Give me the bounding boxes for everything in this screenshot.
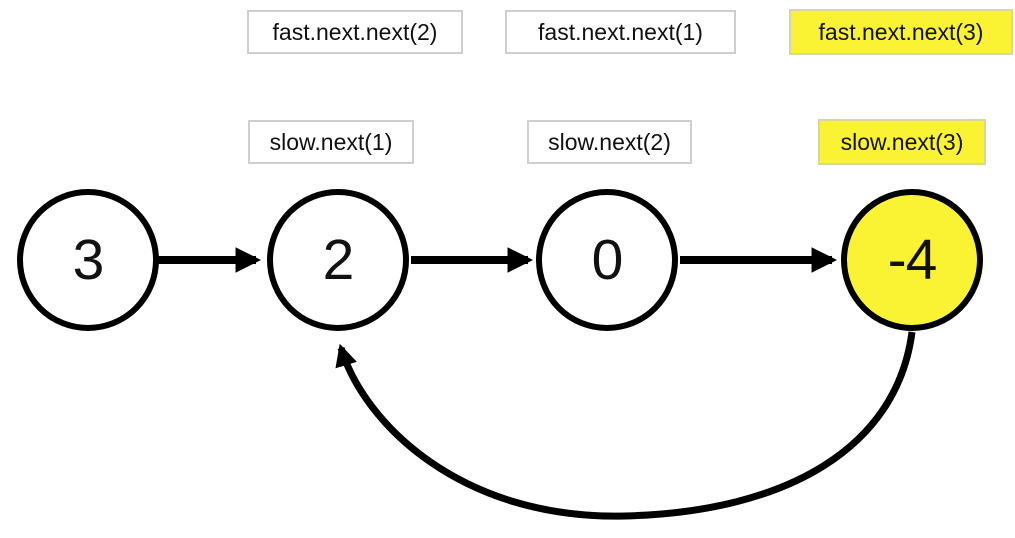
list-node-3: 3	[17, 189, 159, 331]
slow-pointer-label-step1: slow.next(1)	[248, 120, 414, 164]
node-value: 0	[591, 228, 624, 292]
fast-pointer-label-step1: fast.next.next(1)	[505, 10, 736, 54]
slow-pointer-label-step3: slow.next(3)	[818, 119, 986, 165]
node-value: 3	[72, 228, 105, 292]
node-value: -4	[887, 228, 938, 292]
list-node-0: 0	[536, 189, 678, 331]
list-node-neg4: -4	[841, 189, 983, 331]
fast-pointer-label-step3: fast.next.next(3)	[789, 9, 1013, 55]
fast-pointer-label-step2: fast.next.next(2)	[247, 10, 463, 54]
list-node-2: 2	[267, 189, 409, 331]
cycle-edge-arrow-neg4-to-2	[335, 331, 916, 520]
node-value: 2	[322, 228, 355, 292]
slow-pointer-label-step2: slow.next(2)	[527, 120, 692, 164]
